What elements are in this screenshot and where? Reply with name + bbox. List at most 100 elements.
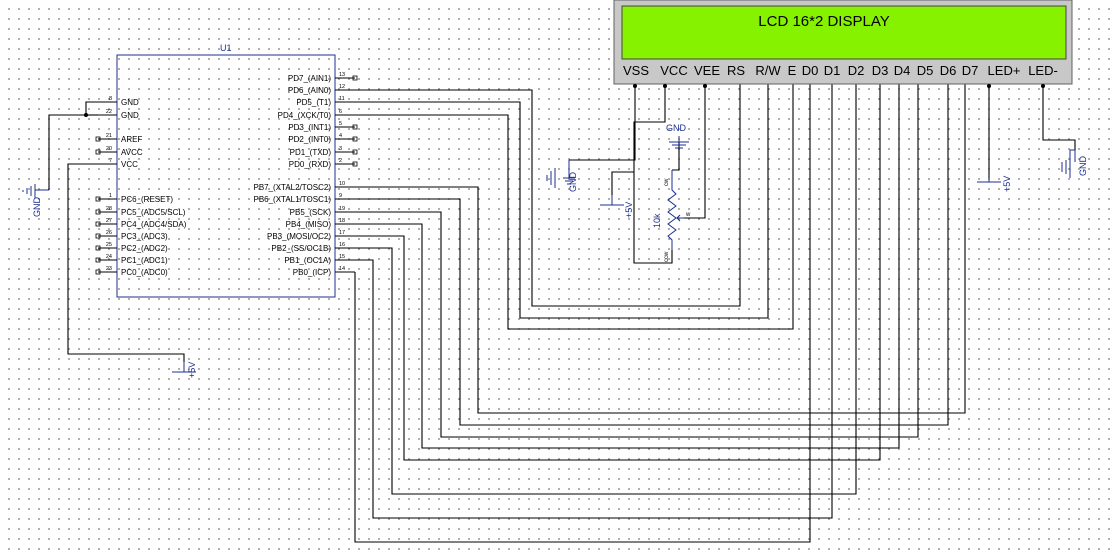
mcu-pin-label: PD4_(XCK/T0) xyxy=(278,111,332,120)
mcu-pin-number: 28 xyxy=(106,206,112,212)
mcu-pin-number: 6 xyxy=(339,109,342,115)
mcu-pin-number: 2 xyxy=(339,158,342,164)
mcu-pin-number: 5 xyxy=(339,121,342,127)
lcd-pin-led-: LED+ xyxy=(988,63,1021,78)
mcu-pin-28[interactable]: 28 PC5_(ADC5/SCL) xyxy=(95,206,186,217)
mcu-pin-label: PC0_(ADC0) xyxy=(121,268,168,277)
vcc-label-led: +5V xyxy=(1002,176,1012,192)
wire-e[interactable] xyxy=(355,83,794,330)
wire-d0[interactable] xyxy=(354,83,811,543)
wire-rs[interactable] xyxy=(355,83,741,307)
potentiometer-10k[interactable]: 10k cw ccw w xyxy=(652,170,691,262)
wire-rw[interactable] xyxy=(355,83,769,319)
lcd-pin-d7: D7 xyxy=(962,63,979,78)
mcu-pin-6[interactable]: 6 PD4_(XCK/T0) xyxy=(278,109,355,120)
gnd-label-vss: GND xyxy=(568,172,578,193)
mcu-pin-number: 8 xyxy=(109,96,112,102)
gnd-symbol-led: GND xyxy=(1061,149,1088,178)
mcu-pin-number: 19 xyxy=(339,206,345,212)
junction-dots xyxy=(84,84,1045,117)
mcu-pin-label: PC4_(ADC4/SDA) xyxy=(121,220,187,229)
lcd-pin-r-w: R/W xyxy=(755,63,781,78)
mcu-pin-number: 4 xyxy=(339,133,342,139)
wire-lcd-vee[interactable] xyxy=(684,83,706,219)
lcd-pin-vcc: VCC xyxy=(660,63,687,78)
gnd-symbol-left: GND xyxy=(22,178,50,217)
wire-d7[interactable] xyxy=(355,83,966,414)
mcu-pin-number: 14 xyxy=(339,266,345,272)
mcu-pin-label: PB0_(ICP) xyxy=(293,268,332,277)
mcu-pin-number: 23 xyxy=(106,266,112,272)
lcd-title: LCD 16*2 DISPLAY xyxy=(758,13,889,30)
lcd-pin-vee: VEE xyxy=(694,63,720,78)
wire-d6[interactable] xyxy=(355,83,949,426)
wire-pot-5v[interactable] xyxy=(611,171,634,195)
mcu-pin-2[interactable]: 2 PD0_(RXD) xyxy=(289,158,358,169)
wire-d2[interactable] xyxy=(355,83,857,495)
lcd-pin-led-: LED- xyxy=(1028,63,1058,78)
gnd-symbol-vss: GND xyxy=(546,160,578,193)
pot-ccw-label: cw xyxy=(664,178,670,186)
wire-d4[interactable] xyxy=(355,83,900,449)
mcu-pin-label: PC5_(ADC5/SCL) xyxy=(121,208,186,217)
mcu-pin-label: PB1_(OC1A) xyxy=(284,256,331,265)
mcu-pin-number: 25 xyxy=(106,242,112,248)
mcu-pin-label: PD0_(RXD) xyxy=(289,160,332,169)
mcu-pin-label: PC1_(ADC1) xyxy=(121,256,168,265)
mcu-pin-number: 21 xyxy=(106,133,112,139)
wire-d1[interactable] xyxy=(355,83,833,519)
mcu-pin-label: PB2_(SS/OC1B) xyxy=(271,244,331,253)
wire-lcd-vss[interactable] xyxy=(569,83,636,161)
mcu-pin-23[interactable]: 23 PC0_(ADC0) xyxy=(95,266,168,277)
mcu-pin-14[interactable]: 14 PB0_(ICP) xyxy=(293,266,355,277)
mcu-pin-label: PB6_(XTAL1/TOSC1) xyxy=(253,195,331,204)
mcu-pin-label: AVCC xyxy=(121,148,143,157)
mcu-pin-25[interactable]: 25 PC2_(ADC2) xyxy=(95,242,168,253)
mcu-pin-number: 9 xyxy=(339,193,342,199)
gnd-label-led: GND xyxy=(1078,156,1088,177)
mcu-pin-27[interactable]: 27 PC4_(ADC4/SDA) xyxy=(95,218,187,229)
wire-d3[interactable] xyxy=(355,83,881,461)
lcd-pin-vss: VSS xyxy=(623,63,649,78)
mcu-pin-label: PD6_(AIN0) xyxy=(288,86,331,95)
gnd-label-pot: GND xyxy=(666,123,687,133)
mcu-pin-9[interactable]: 9 PB6_(XTAL1/TOSC1) xyxy=(253,193,355,204)
wire-led-minus[interactable] xyxy=(1042,83,1076,150)
wire-lcd-vcc[interactable] xyxy=(633,83,673,264)
wire-d5[interactable] xyxy=(355,83,919,438)
wire-pot-gnd[interactable] xyxy=(672,142,680,171)
mcu-pin-number: 17 xyxy=(339,230,345,236)
mcu-pin-number: 27 xyxy=(106,218,112,224)
mcu-pin-label: PC3_(ADC3) xyxy=(121,232,168,241)
mcu-pin-number: 1 xyxy=(109,193,112,199)
wire-mcu-vcc[interactable] xyxy=(67,163,185,362)
wire-mcu-gnd[interactable] xyxy=(48,101,98,178)
gnd-symbol-pot: GND xyxy=(666,123,689,149)
mcu-pin-label: PC2_(ADC2) xyxy=(121,244,168,253)
